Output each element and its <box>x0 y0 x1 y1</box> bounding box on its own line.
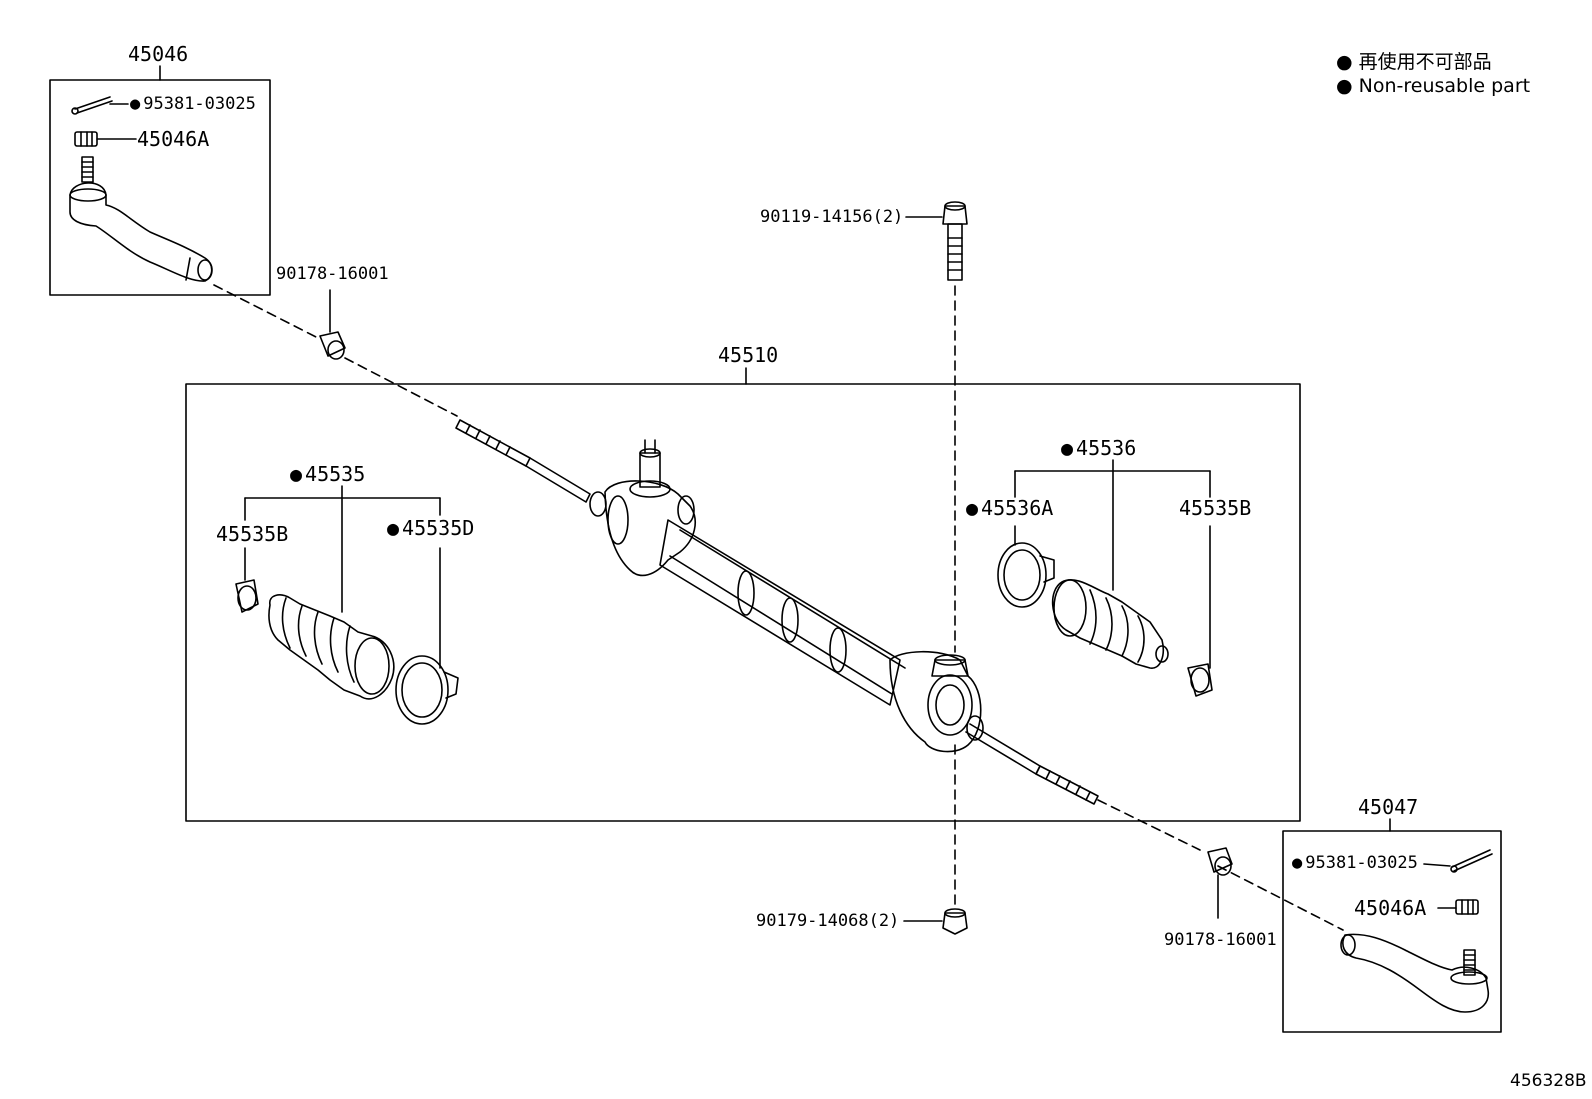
legend-japanese: ● 再使用不可部品 <box>1336 53 1492 72</box>
tie-rod-end-rh-drawing <box>1340 849 1493 1013</box>
mount-nut-drawing <box>903 908 968 935</box>
legend-english: ● Non-reusable part <box>1336 77 1530 96</box>
figure-code: 456328B <box>1510 1071 1587 1091</box>
part-label-bushing-lh: 90178-16001 <box>276 264 389 284</box>
part-label-cotter-pin-rh: 95381-03025 <box>1292 855 1418 872</box>
assembly-axis-lines <box>213 284 1344 931</box>
bushing-rh-drawing <box>1207 847 1233 919</box>
legend-text-jp: 再使用不可部品 <box>1358 51 1492 73</box>
group-label-45047: 45047 <box>1358 795 1419 819</box>
steering-rack-drawing <box>455 419 1099 805</box>
group-label-45510: 45510 <box>718 343 779 367</box>
group-label-45046: 45046 <box>128 42 189 66</box>
part-label-cotter-pin-lh: 95381-03025 <box>130 96 256 113</box>
part-label-mount-nut: 90179-14068(2) <box>756 911 900 931</box>
tie-rod-end-lh-drawing <box>69 96 213 282</box>
group-label-45536: 45536 <box>1061 438 1136 458</box>
group-label-45535: 45535 <box>290 464 365 484</box>
boot-kit-rh-drawing <box>997 459 1213 697</box>
part-label-clip-lh: 45535B <box>216 522 289 546</box>
part-label-bolt: 90119-14156(2) <box>760 207 904 227</box>
bolt-drawing <box>905 201 968 281</box>
part-label-clamp-lh: 45535D <box>387 518 474 538</box>
bushing-lh-drawing <box>319 289 346 360</box>
part-label-nut-lh: 45046A <box>137 127 210 151</box>
tie-rod-end-rh-box <box>1282 830 1502 1033</box>
legend-marker-jp: ● <box>1336 51 1353 73</box>
part-label-nut-rh: 45046A <box>1354 896 1427 920</box>
legend-marker-en: ● <box>1336 75 1353 97</box>
part-label-clip-rh: 45535B <box>1179 496 1252 520</box>
gear-assy-box <box>185 383 1301 822</box>
part-label-clamp-rh: 45536A <box>966 498 1053 518</box>
legend-text-en: Non-reusable part <box>1358 75 1531 97</box>
part-label-bushing-rh: 90178-16001 <box>1164 930 1277 950</box>
boot-kit-lh-drawing <box>235 485 459 725</box>
